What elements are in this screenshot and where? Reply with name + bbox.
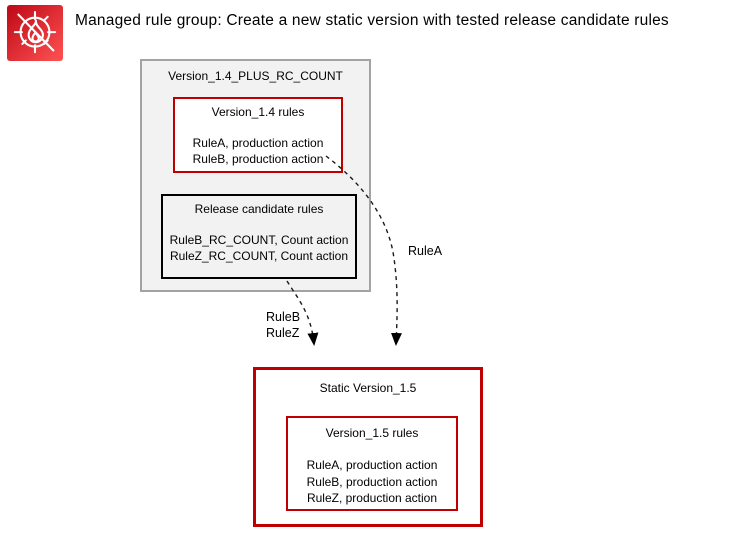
aws-waf-icon-glyph: [7, 5, 63, 61]
working-version-title: Version_1.4_PLUS_RC_COUNT: [168, 69, 343, 83]
arrow-label-rule-z: RuleZ: [266, 326, 300, 340]
rule-line: RuleZ, production action: [306, 491, 438, 505]
aws-waf-icon: [7, 5, 63, 61]
version-1-4-rules-box: Version_1.4 rules RuleA, production acti…: [173, 97, 343, 173]
arrow-label-rule-b-z: RuleB RuleZ: [266, 309, 300, 341]
rule-line: RuleB, production action: [192, 151, 324, 166]
release-candidate-rules-title: Release candidate rules: [194, 202, 324, 216]
version-1-5-rules-list: RuleA, production action RuleB, producti…: [288, 457, 456, 507]
static-version-title: Static Version_1.5: [319, 381, 417, 395]
version-1-4-rules-title: Version_1.4 rules: [211, 105, 305, 119]
release-candidate-rules-list: RuleB_RC_COUNT, Count action RuleZ_RC_CO…: [163, 233, 355, 264]
version-1-4-rules-list: RuleA, production action RuleB, producti…: [175, 136, 341, 167]
arrow-label-rule-a: RuleA: [408, 244, 443, 258]
rule-line: RuleZ_RC_COUNT, Count action: [169, 248, 349, 263]
page-title: Managed rule group: Create a new static …: [75, 12, 669, 29]
version-1-5-rules-box: Version_1.5 rules RuleA, production acti…: [286, 416, 458, 511]
rule-line: RuleA, production action: [306, 458, 438, 472]
arrow-label-rule-b: RuleB: [266, 310, 301, 324]
rule-line: RuleB_RC_COUNT, Count action: [169, 233, 349, 247]
release-candidate-rules-box: Release candidate rules RuleB_RC_COUNT, …: [161, 194, 357, 279]
working-version-group-box: Version_1.4_PLUS_RC_COUNT Version_1.4 ru…: [140, 59, 371, 292]
rule-line: RuleB, production action: [306, 474, 438, 489]
version-1-5-rules-title: Version_1.5 rules: [325, 426, 419, 440]
rule-line: RuleA, production action: [192, 136, 324, 150]
static-version-group-box: Static Version_1.5 Version_1.5 rules Rul…: [253, 367, 483, 527]
